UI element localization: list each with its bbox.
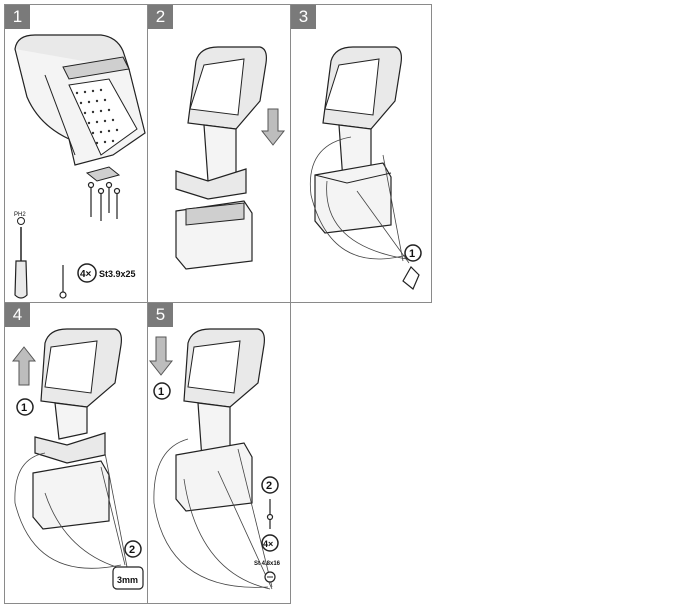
step-2-illustration [175, 46, 286, 270]
screw-count: 4× [263, 539, 273, 549]
screw-count: 4× [80, 269, 92, 280]
step-1-illustration: PH2 4× St3.9x25 [14, 34, 146, 299]
hand-pull-icon [402, 266, 420, 290]
callout-number: 1 [409, 248, 415, 260]
screwdriver-icon [14, 217, 28, 299]
callout-number-b: 2 [266, 480, 272, 492]
arrow-down-icon [260, 108, 286, 146]
step-3-illustration: 1 [309, 46, 422, 290]
step-3-panel: 3 1 [290, 4, 432, 303]
leader-lines [309, 136, 410, 264]
step-1-panel: 1 PH2 [4, 4, 148, 303]
arrow-up-icon [11, 346, 37, 386]
leader-lines [14, 452, 128, 570]
step-number-badge: 2 [148, 5, 173, 29]
screw-spec: St 4.8x16 [254, 561, 281, 567]
screw-icon [59, 265, 67, 299]
callout-number-a: 1 [21, 402, 27, 414]
step-number-badge: 4 [5, 303, 30, 327]
tool-size-label: 3mm [117, 575, 138, 585]
step-number-badge: 5 [148, 303, 173, 327]
screws [87, 181, 121, 221]
screw-spec: St3.9x25 [99, 269, 136, 279]
step-4-panel: 4 1 2 3mm [4, 302, 148, 604]
tool-label: PH2 [14, 212, 26, 218]
step-number-badge: 3 [291, 5, 316, 29]
screw-head-icon [264, 571, 276, 583]
callout-number-b: 2 [129, 544, 135, 556]
perforation-dots [75, 88, 119, 145]
step-4-illustration: 1 2 3mm [11, 328, 144, 590]
callout-number-a: 1 [158, 386, 164, 398]
hex-key-icon [112, 566, 144, 590]
screw-icon [266, 499, 274, 529]
step-number-badge: 1 [5, 5, 30, 29]
step-2-panel: 2 [147, 4, 291, 303]
step-5-illustration: 1 2 4× St 4.8x16 [148, 328, 281, 590]
leader-lines [153, 438, 273, 590]
arrow-down-icon [148, 336, 174, 376]
step-5-panel: 5 1 2 4× St 4.8x16 [147, 302, 291, 604]
